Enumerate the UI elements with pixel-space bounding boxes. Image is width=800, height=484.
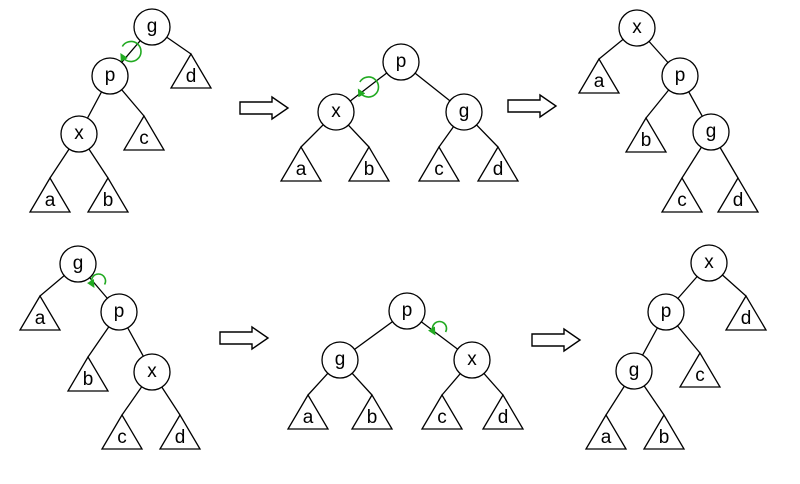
subtree-label-b: b (364, 159, 375, 180)
node-g (615, 352, 653, 390)
node-label-g: g (73, 253, 84, 274)
node-label-x: x (704, 252, 714, 273)
subtree-label-a: a (601, 427, 612, 448)
subtree-d (169, 52, 213, 89)
subtree-d (476, 145, 520, 182)
tree-zigzig-3: a b c d x p g (577, 9, 760, 213)
subtree-a (584, 413, 628, 450)
subtree-d (716, 176, 760, 213)
node-x (453, 341, 491, 379)
node-label-p: p (105, 65, 116, 86)
subtree-label-c: c (434, 159, 444, 180)
node-label-x: x (331, 101, 341, 122)
subtree-a (18, 294, 62, 331)
node-label-p: p (675, 65, 686, 86)
transition-arrow-icon (219, 325, 270, 351)
node-label-g: g (459, 101, 470, 122)
subtree-label-b: b (641, 130, 652, 151)
subtree-d (724, 294, 768, 331)
node-label-x: x (147, 361, 157, 382)
node-label-g: g (147, 16, 158, 37)
tree-zagzag-3: a b c d x p g (584, 244, 768, 450)
rotation-arrow-icon (120, 40, 142, 63)
subtree-label-c: c (139, 128, 149, 149)
subtree-label-d: d (186, 66, 197, 87)
subtree-label-c: c (437, 407, 447, 428)
subtree-a (286, 393, 330, 430)
subtree-b (350, 393, 394, 430)
node-label-p: p (396, 51, 407, 72)
tree-zagzag-1: a b c d g p x (18, 245, 202, 450)
node-label-p: p (402, 300, 413, 321)
node-p (100, 293, 138, 331)
subtree-label-b: b (83, 369, 94, 390)
subtree-b (624, 116, 668, 153)
subtree-label-d: d (741, 308, 752, 329)
node-x (618, 9, 656, 47)
subtree-label-c: c (117, 427, 127, 448)
subtree-label-b: b (367, 407, 378, 428)
subtree-c (678, 351, 722, 388)
tree-zagzag-2: a b c d p g x (286, 292, 525, 430)
node-label-p: p (114, 301, 125, 322)
node-p (661, 57, 699, 95)
subtree-b (347, 145, 391, 182)
subtree-label-d: d (493, 159, 504, 180)
rotation-arrow-icon (86, 273, 107, 288)
node-label-p: p (661, 301, 672, 322)
node-label-g: g (706, 121, 717, 142)
tree-zigzig-1: a b c d g p x (28, 8, 213, 213)
subtree-a (28, 176, 72, 213)
subtree-d (158, 413, 202, 450)
node-p (647, 293, 685, 331)
subtree-c (122, 114, 166, 151)
subtree-b (642, 413, 686, 450)
node-label-x: x (74, 123, 84, 144)
subtree-b (86, 176, 130, 213)
node-x (133, 353, 171, 391)
subtree-c (660, 176, 704, 213)
node-g (445, 93, 483, 131)
node-x (690, 244, 728, 282)
subtree-label-a: a (35, 308, 46, 329)
subtree-label-d: d (175, 427, 186, 448)
rotation-arrow-icon (427, 320, 448, 336)
node-label-x: x (467, 349, 477, 370)
tree-zigzig-2: a b c d p x g (279, 43, 520, 182)
subtree-label-b: b (659, 427, 670, 448)
transition-arrow-icon (531, 327, 582, 353)
subtree-label-d: d (733, 190, 744, 211)
subtree-a (577, 57, 621, 94)
node-g (133, 8, 171, 46)
node-g (321, 341, 359, 379)
transition-arrow-icon (239, 95, 290, 121)
subtree-label-a: a (296, 159, 307, 180)
subtree-d (481, 393, 525, 430)
subtree-c (100, 413, 144, 450)
subtree-c (417, 145, 461, 182)
node-g (692, 113, 730, 151)
subtree-label-b: b (103, 190, 114, 211)
node-p (382, 43, 420, 81)
subtree-label-c: c (677, 190, 687, 211)
node-label-g: g (335, 349, 346, 370)
subtree-label-d: d (498, 407, 509, 428)
subtree-label-a: a (303, 407, 314, 428)
transition-arrow-icon (507, 93, 558, 119)
subtree-label-a: a (594, 71, 605, 92)
subtree-a (279, 145, 323, 182)
node-x (317, 93, 355, 131)
rotation-arrow-icon (357, 76, 380, 98)
subtree-c (420, 393, 464, 430)
node-label-x: x (632, 17, 642, 38)
node-label-g: g (629, 360, 640, 381)
node-x (60, 115, 98, 153)
subtree-label-c: c (695, 365, 705, 386)
subtree-b (66, 355, 110, 392)
node-p (91, 57, 129, 95)
node-g (59, 245, 97, 283)
subtree-label-a: a (45, 190, 56, 211)
node-p (388, 292, 426, 330)
